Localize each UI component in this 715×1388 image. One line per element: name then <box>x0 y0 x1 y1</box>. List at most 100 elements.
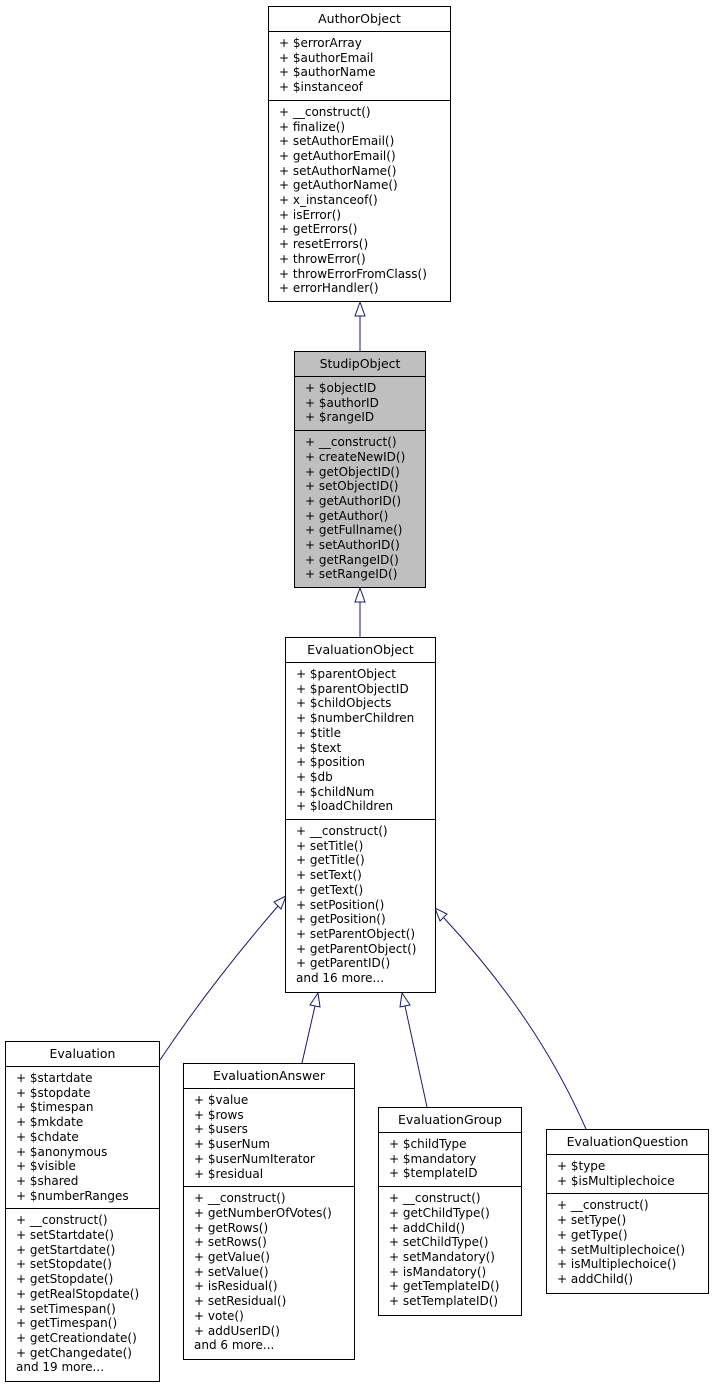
attribute: + $mkdate <box>16 1115 84 1130</box>
method: + getCreationdate() <box>16 1330 137 1345</box>
edge-evaluationanswer-evaluationobject <box>301 991 321 1064</box>
method: + __construct() <box>305 435 397 450</box>
attribute: + $db <box>296 769 333 784</box>
method: + getErrors() <box>279 222 358 237</box>
attribute: + $anonymous <box>16 1144 108 1159</box>
method: + setTitle() <box>296 838 364 853</box>
attribute: + $rangeID <box>305 410 375 425</box>
attribute: + $errorArray <box>279 36 362 50</box>
method: + setAuthorEmail() <box>279 134 395 149</box>
method: + getTimespan() <box>16 1316 118 1331</box>
method: + getText() <box>296 882 364 897</box>
attribute: + $numberRanges <box>16 1188 129 1203</box>
method: + setType() <box>557 1213 627 1228</box>
method: + isMandatory() <box>389 1264 487 1279</box>
attribute: + $childType <box>389 1137 467 1151</box>
edge-evaluation-evaluationobject <box>159 894 287 1061</box>
method: + setTimespan() <box>16 1301 116 1316</box>
attribute: + $userNum <box>194 1137 270 1152</box>
attribute: + $stopdate <box>16 1085 91 1100</box>
methods-list: + __construct() + createNewID() + getObj… <box>295 430 425 587</box>
method: + setObjectID() <box>305 479 399 494</box>
method: + resetErrors() <box>279 237 369 252</box>
attribute: + $childNum <box>296 784 375 799</box>
attribute: + $chdate <box>16 1129 79 1144</box>
class-name: EvaluationAnswer <box>184 1064 354 1089</box>
attributes-list: + $childType + $mandatory + $templateID <box>379 1133 521 1186</box>
edge-evaluationquestion-evaluationobject <box>434 906 587 1130</box>
attribute: + $objectID <box>305 381 377 395</box>
method: + getParentID() <box>296 956 391 971</box>
attribute: + $instanceof <box>279 80 363 95</box>
attribute: + $parentObjectID <box>296 681 409 696</box>
class-name: AuthorObject <box>269 7 450 32</box>
class-box-evaluation: Evaluation + $startdate + $stopdate + $t… <box>5 1041 160 1382</box>
attributes-list: + $parentObject + $parentObjectID + $chi… <box>286 663 435 819</box>
method: + getRows() <box>194 1220 269 1235</box>
method: + setAuthorID() <box>305 538 400 553</box>
attribute: + $numberChildren <box>296 711 415 726</box>
attribute: + $shared <box>16 1173 79 1188</box>
class-name: StudipObject <box>295 352 425 377</box>
method: + setMandatory() <box>389 1249 495 1264</box>
method: + addUserID() <box>194 1323 280 1338</box>
method: + setValue() <box>194 1264 269 1279</box>
method: + getAuthorEmail() <box>279 148 396 163</box>
method: + getTitle() <box>296 853 365 868</box>
method: + isError() <box>279 207 342 222</box>
attribute: + $mandatory <box>389 1151 477 1166</box>
method: + setRows() <box>194 1235 267 1250</box>
methods-list: + __construct() + finalize() + setAuthor… <box>269 99 450 301</box>
attribute: + $rows <box>194 1107 244 1122</box>
method: + __construct() <box>16 1213 108 1228</box>
attribute: + $title <box>296 725 341 740</box>
class-box-evaluationgroup: EvaluationGroup + $childType + $mandator… <box>378 1107 522 1316</box>
method: + addChild() <box>389 1220 466 1235</box>
methods-list: + __construct() + setTitle() + getTitle(… <box>286 819 435 991</box>
method: + setPosition() <box>296 897 385 912</box>
method: + __construct() <box>296 824 388 839</box>
method: + setRangeID() <box>305 567 398 582</box>
class-name: EvaluationObject <box>286 638 435 663</box>
attribute: + $childObjects <box>296 696 392 711</box>
method: + finalize() <box>279 119 346 134</box>
method: + getValue() <box>194 1250 270 1265</box>
class-box-evaluationobject: EvaluationObject + $parentObject + $pare… <box>285 637 436 993</box>
attribute: + $value <box>194 1093 249 1107</box>
method: + getType() <box>557 1227 628 1242</box>
method: + setText() <box>296 868 362 883</box>
method: + __construct() <box>194 1191 286 1206</box>
method: + isMultiplechoice() <box>557 1257 677 1272</box>
method: + vote() <box>194 1308 244 1323</box>
method: + isResidual() <box>194 1279 278 1294</box>
method: + getFullname() <box>305 523 403 538</box>
class-box-studipobject: StudipObject + $objectID + $authorID + $… <box>294 351 426 588</box>
methods-list: + __construct() + getChildType() + addCh… <box>379 1186 521 1314</box>
method: + x_instanceof() <box>279 193 378 208</box>
method: + createNewID() <box>305 449 406 464</box>
attribute: + $authorEmail <box>279 50 374 65</box>
method: + setMultiplechoice() <box>557 1242 686 1257</box>
attributes-list: + $type + $isMultiplechoice <box>547 1155 708 1193</box>
method: + __construct() <box>389 1191 481 1206</box>
class-box-authorobject: AuthorObject + $errorArray + $authorEmai… <box>268 6 451 302</box>
attribute: + $timespan <box>16 1100 94 1115</box>
class-name: EvaluationGroup <box>379 1108 521 1133</box>
method: + getRealStopdate() <box>16 1286 140 1301</box>
attribute: + $parentObject <box>296 667 396 681</box>
attribute: + $userNumIterator <box>194 1151 315 1166</box>
edge-evaluationobject-studipobject <box>354 586 366 637</box>
method: + getNumberOfVotes() <box>194 1205 332 1220</box>
attributes-list: + $errorArray + $authorEmail + $authorNa… <box>269 32 450 100</box>
method: + getObjectID() <box>305 464 400 479</box>
method: + __construct() <box>279 104 371 119</box>
attribute: + $residual <box>194 1166 264 1181</box>
method: + getAuthor() <box>305 508 389 523</box>
attribute: + $loadChildren <box>296 799 394 814</box>
attribute: + $users <box>194 1122 248 1137</box>
method: + getAuthorID() <box>305 493 402 508</box>
more-methods-note: and 16 more... <box>296 971 385 986</box>
method: + setParentObject() <box>296 926 416 941</box>
method: + getAuthorName() <box>279 178 398 193</box>
